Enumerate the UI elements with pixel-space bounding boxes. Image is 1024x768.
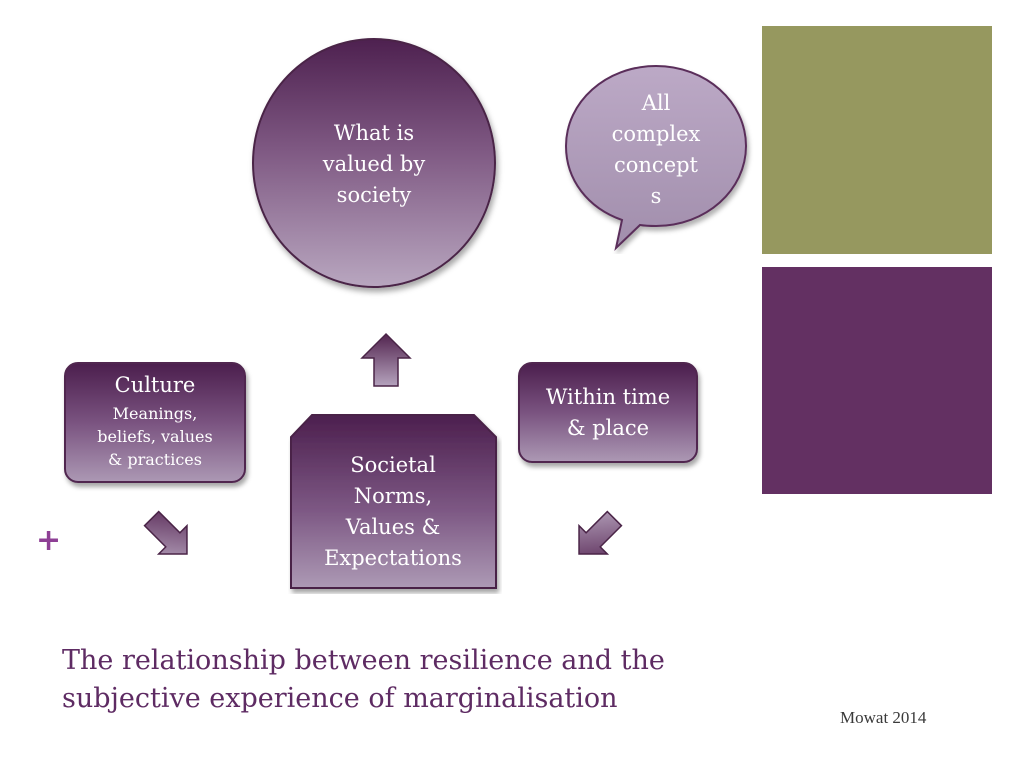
purple-decor-panel xyxy=(762,267,992,494)
title-line: The relationship between resilience and … xyxy=(62,645,665,676)
societal-line: Values & xyxy=(345,515,441,539)
within-line: Within time xyxy=(545,385,671,409)
societal-line: Societal xyxy=(350,453,436,477)
valued-by-society-circle xyxy=(252,38,496,288)
culture-sub-line: & practices xyxy=(108,450,202,469)
plus-icon: + xyxy=(36,523,62,558)
culture-title: Culture xyxy=(114,373,196,397)
societal-norms-box xyxy=(290,414,497,589)
culture-sub-line: beliefs, values xyxy=(97,427,213,446)
down-right-arrow-icon xyxy=(143,510,188,555)
complex-concepts-speech-bubble xyxy=(564,64,748,251)
societal-line: Expectations xyxy=(324,546,462,570)
circle-line: valued by xyxy=(322,152,426,176)
bubble-line: All xyxy=(641,91,671,115)
within-time-place-label: Within time & place xyxy=(526,382,690,444)
culture-description: Meanings, beliefs, values & practices xyxy=(72,402,238,471)
circle-line: What is xyxy=(333,121,415,145)
bubble-line: complex xyxy=(611,122,701,146)
culture-box xyxy=(64,362,246,483)
societal-norms-label: Societal Norms, Values & Expectations xyxy=(300,450,486,574)
slide-title: The relationship between resilience and … xyxy=(62,642,752,718)
culture-sub-line: Meanings, xyxy=(112,404,198,423)
societal-line: Norms, xyxy=(353,484,433,508)
complex-concepts-label: All complex concept s xyxy=(596,88,716,212)
author-credit: Mowat 2014 xyxy=(840,708,927,727)
circle-line: society xyxy=(336,183,412,207)
title-line: subjective experience of marginalisation xyxy=(62,683,618,714)
down-left-arrow-icon xyxy=(578,510,623,555)
bubble-line: s xyxy=(650,184,662,208)
bubble-line: concept xyxy=(614,153,698,177)
within-time-place-box xyxy=(518,362,698,463)
within-line: & place xyxy=(566,416,650,440)
valued-by-society-label: What is valued by society xyxy=(300,118,448,211)
olive-decor-panel xyxy=(762,26,992,254)
up-arrow-icon xyxy=(360,332,412,387)
